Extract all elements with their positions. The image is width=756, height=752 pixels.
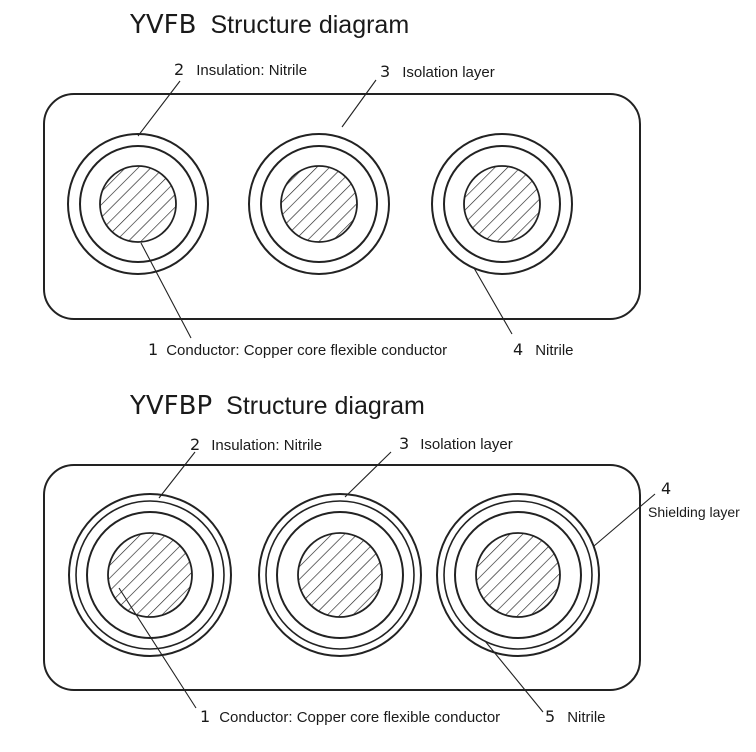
yvfb-callout-1-number: 1 <box>148 340 158 359</box>
yvfbp-outer-sheath <box>43 464 641 691</box>
yvfbp-core-3-conductor <box>475 532 561 618</box>
yvfb-core-1 <box>67 133 209 275</box>
yvfbp-title-model: YVFBP <box>129 391 212 421</box>
yvfb-core-3 <box>431 133 573 275</box>
yvfbp-callout-3-text: Isolation layer <box>420 436 513 453</box>
yvfbp-leader-4 <box>593 493 656 547</box>
yvfb-core-2-insulation-ring <box>260 145 378 263</box>
yvfb-callout-3-number: 3 <box>380 62 390 81</box>
yvfbp-callout-5: 5 Nitrile <box>545 707 606 726</box>
yvfbp-core-1-conductor <box>107 532 193 618</box>
yvfb-callout-3: 3 Isolation layer <box>380 62 495 81</box>
yvfb-callout-4-number: 4 <box>513 340 523 359</box>
yvfbp-leader-5 <box>484 640 544 713</box>
yvfb-callout-1: 1 Conductor: Copper core flexible conduc… <box>148 340 447 359</box>
yvfb-core-1-insulation-ring <box>79 145 197 263</box>
yvfbp-core-2 <box>258 493 422 657</box>
yvfbp-core-3-shield-outer <box>436 493 600 657</box>
yvfb-core-2 <box>248 133 390 275</box>
yvfbp-core-2-shield-outer <box>258 493 422 657</box>
yvfbp-core-1 <box>68 493 232 657</box>
yvfbp-core-3 <box>436 493 600 657</box>
yvfbp-callout-2-number: 2 <box>190 435 200 454</box>
yvfb-leader-4 <box>473 267 513 335</box>
yvfbp-callout-1-text: Conductor: Copper core flexible conducto… <box>219 709 500 726</box>
yvfb-core-1-isolation-ring <box>67 133 209 275</box>
yvfb-callout-1-text: Conductor: Copper core flexible conducto… <box>166 342 447 359</box>
yvfb-title-model: YVFB <box>129 10 196 40</box>
yvfbp-diagram: YVFBP Structure diagram <box>43 391 740 726</box>
yvfbp-core-2-insulation-ring <box>276 511 404 639</box>
yvfb-leader-3 <box>341 79 377 128</box>
yvfb-callout-2-text: Insulation: Nitrile <box>196 62 307 79</box>
yvfbp-leader-1 <box>118 587 197 709</box>
yvfb-core-3-conductor <box>463 165 541 243</box>
yvfbp-core-2-shield-inner <box>265 500 415 650</box>
yvfb-leader-1 <box>140 242 192 339</box>
yvfb-title: YVFB Structure diagram <box>129 10 409 40</box>
yvfb-core-2-conductor <box>280 165 358 243</box>
yvfbp-callout-3: 3 Isolation layer <box>399 434 513 453</box>
yvfb-callout-4: 4 Nitrile <box>513 340 574 359</box>
yvfbp-callout-1: 1 Conductor: Copper core flexible conduc… <box>200 707 500 726</box>
yvfbp-callout-5-text: Nitrile <box>567 709 605 726</box>
yvfbp-core-1-shield-inner <box>75 500 225 650</box>
yvfbp-core-1-insulation-ring <box>86 511 214 639</box>
yvfbp-core-3-shield-inner <box>443 500 593 650</box>
yvfbp-core-1-shield-outer <box>68 493 232 657</box>
yvfb-leader-2 <box>137 80 181 137</box>
yvfbp-leader-3 <box>344 451 392 498</box>
yvfb-title-rest: Structure diagram <box>210 11 409 39</box>
yvfbp-callout-3-number: 3 <box>399 434 409 453</box>
yvfbp-callout-4-text: Shielding layer <box>648 504 740 520</box>
yvfbp-callout-4-number: 4 <box>661 479 671 498</box>
yvfbp-title-rest: Structure diagram <box>226 392 425 420</box>
yvfbp-core-3-insulation-ring <box>454 511 582 639</box>
yvfbp-callout-5-number: 5 <box>545 707 555 726</box>
yvfb-core-3-insulation-ring <box>443 145 561 263</box>
yvfbp-callout-2-text: Insulation: Nitrile <box>211 437 322 454</box>
yvfbp-callout-1-number: 1 <box>200 707 210 726</box>
yvfb-callout-2-number: 2 <box>174 60 184 79</box>
yvfbp-leader-2 <box>158 451 196 499</box>
yvfb-callout-4-text: Nitrile <box>535 342 573 359</box>
yvfb-core-1-conductor <box>99 165 177 243</box>
yvfb-outer-sheath <box>43 93 641 320</box>
yvfb-diagram: YVFB Structure diagram 2 Insulation: Nit <box>43 10 641 359</box>
yvfbp-callout-2: 2 Insulation: Nitrile <box>190 435 322 454</box>
yvfb-core-3-isolation-ring <box>431 133 573 275</box>
yvfb-core-2-isolation-ring <box>248 133 390 275</box>
yvfbp-core-2-conductor <box>297 532 383 618</box>
yvfb-callout-3-text: Isolation layer <box>402 64 495 81</box>
yvfbp-title: YVFBP Structure diagram <box>129 391 425 421</box>
yvfb-callout-2: 2 Insulation: Nitrile <box>174 60 307 79</box>
